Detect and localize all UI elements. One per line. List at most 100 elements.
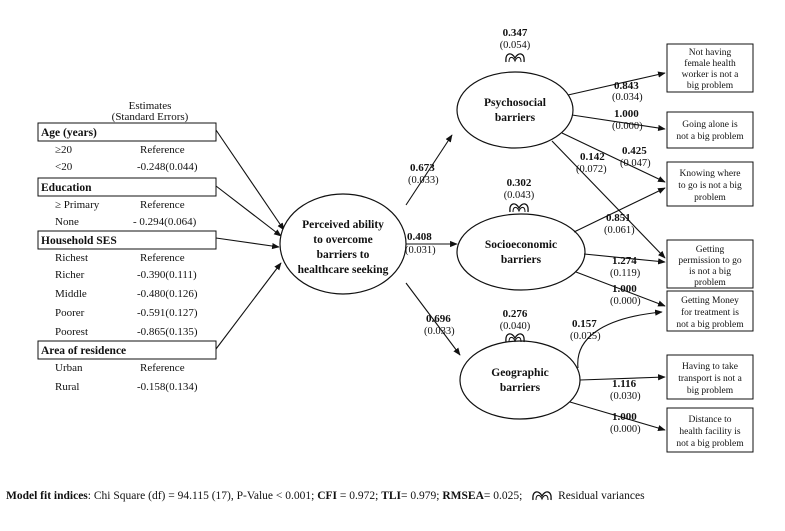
group-box-education (37, 177, 217, 197)
loading-arrow (551, 140, 666, 259)
loading-est: 1.000 (614, 108, 639, 120)
residual-loop-icon (532, 491, 552, 501)
loading-se: (0.000) (610, 424, 641, 435)
residual-geographic: 0.276 (0.040) (500, 308, 531, 343)
loading-se: (0.000) (612, 121, 643, 132)
indicator-text: Not having (689, 48, 732, 58)
indicator-text: Getting Money (681, 296, 739, 306)
residual-loop-icon (505, 53, 525, 63)
group-title-age: Age (years) (41, 127, 97, 139)
ellipse-socioeconomic (456, 213, 586, 291)
loading-arrow (567, 71, 666, 96)
residual-loop-icon (508, 336, 522, 343)
indicator-text: transport is not a (678, 374, 742, 384)
indicator-text: Getting (696, 245, 725, 255)
indicator-text: health facility is (679, 426, 741, 437)
latent-label: barriers (500, 382, 541, 394)
arrow-education (215, 185, 282, 237)
row-label: Poorer (55, 307, 85, 319)
table-header-se: (Standard Errors) (112, 111, 189, 123)
row-label: Poorest (55, 326, 88, 338)
loading-arrow (579, 374, 666, 381)
loading-est: 0.843 (614, 80, 639, 92)
group-box-area (37, 340, 217, 360)
central-label-line3: barriers to (317, 249, 370, 261)
path-se: (0.033) (424, 326, 455, 337)
loading-est: 0.157 (572, 318, 597, 330)
loading-arrows (551, 71, 666, 431)
path-to-psychosocial (405, 134, 453, 206)
latent-label: barriers (495, 112, 536, 124)
residual-psychosocial: 0.347 (0.054) (500, 27, 531, 63)
fit-tli-label: TLI (381, 490, 402, 502)
indicator-text: big problem (687, 386, 734, 396)
ellipse-geographic (459, 340, 581, 420)
residual-value: 0.276 (503, 308, 528, 320)
row-value: Reference (140, 199, 185, 211)
indicator-text: big problem (687, 81, 734, 91)
structural-paths (405, 134, 461, 356)
path-est: 0.408 (407, 231, 432, 243)
indicator-text: Distance to (688, 415, 731, 425)
residual-loop-icon (508, 56, 522, 63)
loading-est: 1.000 (612, 411, 637, 423)
row-value: -0.158(0.134) (137, 381, 198, 393)
fit-chi: : Chi Square (df) = 94.115 (17), P-Value… (87, 490, 318, 502)
row-label: Urban (55, 362, 83, 374)
fit-rmsea-label: RMSEA (442, 490, 484, 502)
indicator-text: problem (694, 193, 726, 203)
indicator-text: is not a big (689, 267, 731, 277)
row-label: Middle (55, 288, 87, 300)
fit-rmsea: = 0.025; (483, 490, 523, 502)
residual-loop-icon (512, 206, 526, 213)
latent-label: Socioeconomic (485, 239, 557, 251)
residual-se: (0.054) (500, 40, 531, 51)
residual-loop-icon (505, 333, 525, 343)
loading-arrow (569, 401, 666, 431)
loading-se: (0.025) (570, 331, 601, 342)
loading-est: 0.851 (606, 212, 631, 224)
row-value: -0.865(0.135) (137, 326, 198, 338)
residual-value: 0.347 (503, 27, 528, 39)
row-label: None (55, 216, 79, 228)
residual-se: (0.043) (504, 190, 535, 201)
loading-est: 1.116 (612, 378, 637, 390)
indicator-text: problem (694, 278, 726, 288)
row-label: Richest (55, 252, 88, 264)
indicator-boxes: Not having female health worker is not a… (666, 43, 754, 453)
residual-loop-icon (509, 203, 529, 213)
loading-arrow (573, 187, 666, 233)
loading-se: (0.119) (610, 268, 641, 279)
table-header-estimates: Estimates (129, 100, 172, 112)
indicator-box-knowing-where (666, 161, 754, 207)
loading-se: (0.030) (610, 391, 641, 402)
loading-se: (0.000) (610, 296, 641, 307)
indicator-text: to go is not a big (678, 181, 742, 191)
loading-arrow (577, 309, 663, 369)
residual-socioeconomic: 0.302 (0.043) (504, 177, 535, 213)
latent-label: barriers (501, 254, 542, 266)
indicator-text: not a big problem (676, 439, 744, 449)
group-box-age (37, 122, 217, 142)
row-value: -0.390(0.111) (137, 269, 197, 281)
row-value: - 0.294(0.064) (133, 216, 197, 228)
legend-label: Residual variances (558, 490, 645, 502)
row-value: -0.248(0.044) (137, 161, 198, 173)
loading-se: (0.072) (576, 164, 607, 175)
group-title-area: Area of residence (41, 345, 126, 357)
indicator-text: not a big problem (676, 320, 744, 330)
covariate-arrows (215, 129, 285, 350)
path-est: 0.673 (410, 162, 435, 174)
ellipse-psychosocial (456, 71, 574, 149)
indicator-text: worker is not a (682, 70, 740, 80)
latent-label: Psychosocial (484, 97, 546, 109)
row-label: ≥20 (55, 144, 73, 156)
row-value: Reference (140, 362, 185, 374)
group-box-ses (37, 230, 217, 250)
fit-label: Model fit indices (6, 490, 88, 502)
loading-est: 1.000 (612, 283, 637, 295)
path-to-geographic (405, 282, 461, 356)
row-label: Rural (55, 381, 79, 393)
residual-value: 0.302 (507, 177, 532, 189)
